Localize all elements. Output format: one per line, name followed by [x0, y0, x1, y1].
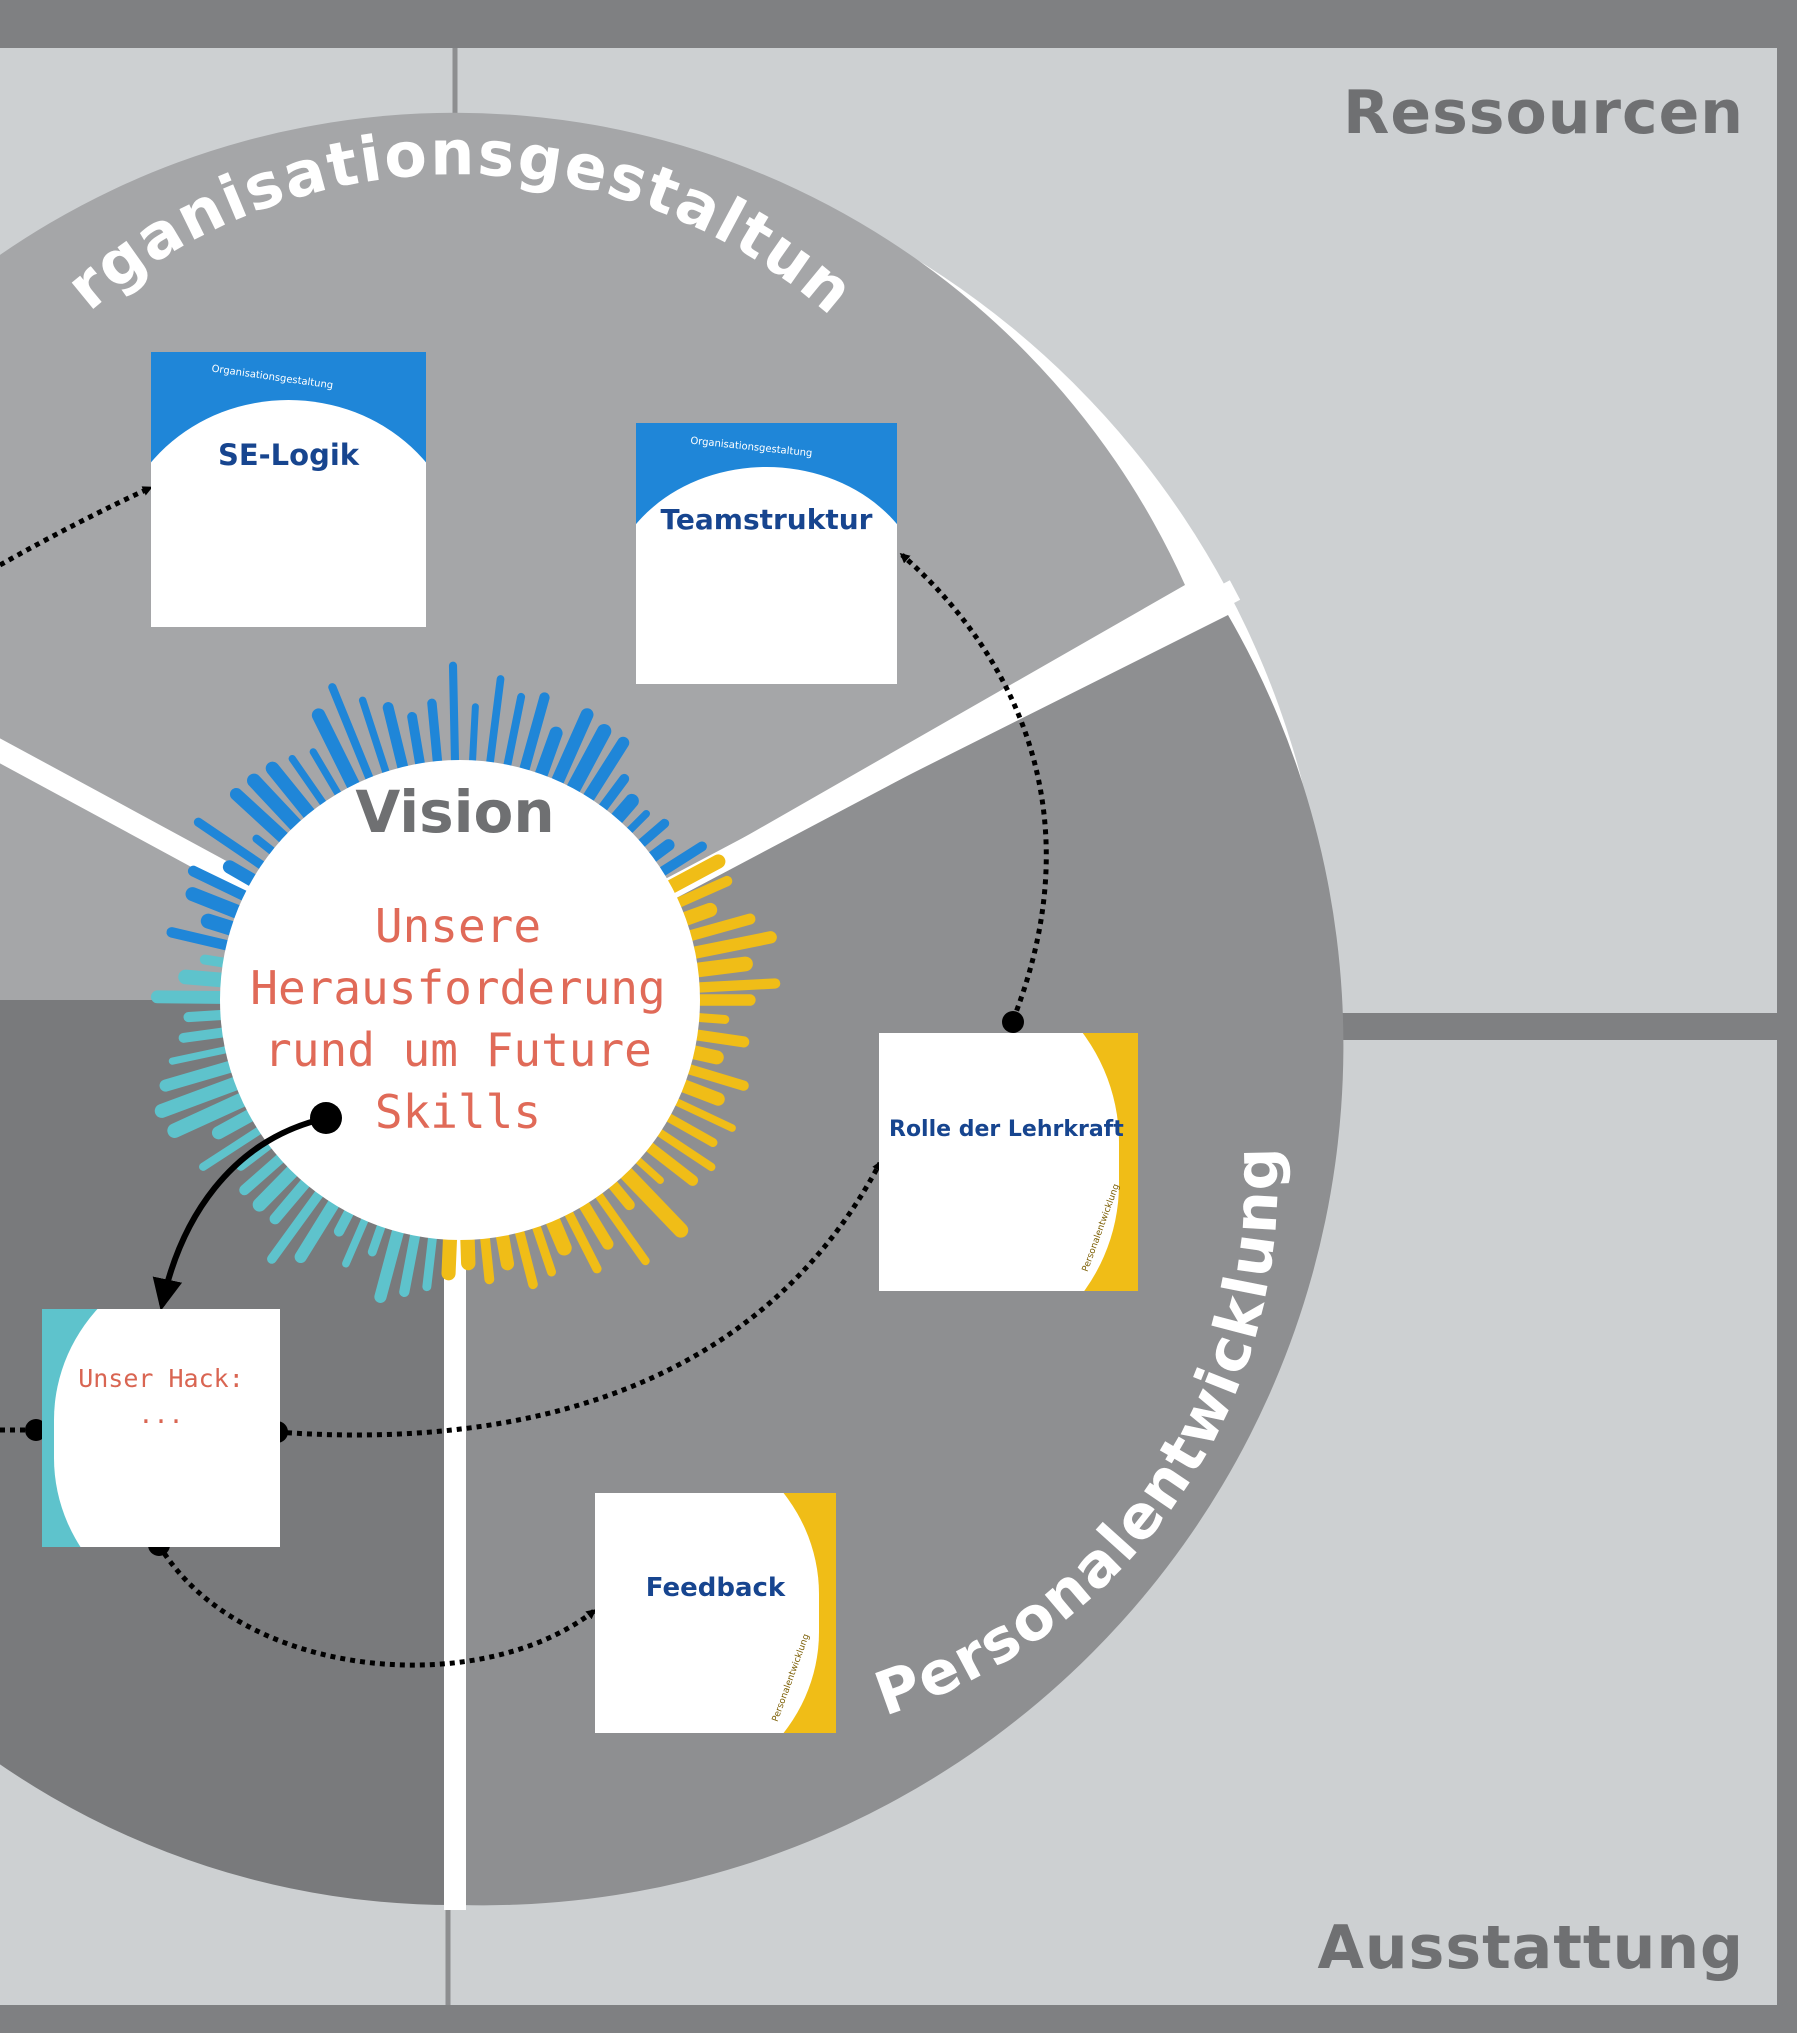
corner-label-ausstattung: Ausstattung [1317, 1913, 1744, 1983]
card-title: SE-Logik [217, 438, 360, 472]
vision-ray [358, 696, 394, 787]
vision-ray [247, 773, 311, 841]
vision-ray [382, 702, 412, 785]
vision-ray [484, 675, 505, 778]
card-rolle-der-lehrkraft[interactable]: Personalentwicklung Rolle der Lehrkraft [879, 1033, 1138, 1291]
vision-ray [501, 692, 526, 781]
card-face [151, 400, 426, 627]
segment-organisationsgestaltung [0, 112, 1185, 1000]
challenge-line: rund um Future [264, 1023, 652, 1077]
card-feedback[interactable]: Personalentwicklung Feedback [595, 1493, 836, 1733]
vision-ray [677, 931, 777, 962]
vision-ray [645, 1122, 716, 1172]
vision-ray [558, 1198, 602, 1274]
vision-ray [448, 661, 460, 777]
vision-ray [167, 1087, 261, 1138]
connector-hack-to-feedback [156, 1543, 597, 1668]
vision-ray [150, 990, 239, 1005]
vision-ray [674, 913, 756, 945]
vision-ray [576, 736, 630, 814]
card-title: Rolle der Lehrkraft [889, 1117, 1124, 1142]
vision-ray [311, 708, 366, 803]
card-title: Teamstruktur [660, 503, 873, 536]
card-hack-text[interactable]: Unser Hack: ... [42, 1361, 280, 1433]
vision-title: Vision [355, 778, 554, 846]
connector-rolle-to-teamstruktur [899, 553, 1049, 1021]
card-se-logik[interactable]: Organisationsgestaltung SE-Logik [151, 352, 426, 627]
vision-ray [516, 692, 550, 786]
connector-vision-to-hack [152, 1115, 327, 1311]
vision-ray [159, 1057, 248, 1092]
hack-line: ... [138, 1400, 184, 1429]
vision-ray [229, 787, 299, 852]
vision-ray [610, 1157, 689, 1238]
challenge-line: Skills [374, 1085, 542, 1139]
connector-dot [1002, 1011, 1024, 1033]
vision-ray [546, 708, 594, 799]
challenge-line: Unsere [374, 899, 542, 953]
card-face [54, 1309, 280, 1547]
card-title: Feedback [645, 1573, 786, 1603]
card-unser-hack[interactable]: Lernmodell Unser Hack: ... [42, 1309, 280, 1547]
vision-ray [199, 1120, 273, 1171]
card-face [636, 467, 897, 684]
vision-ray [193, 817, 276, 877]
card-category-label: Organisationsgestaltung [689, 435, 813, 460]
vision-challenge-text[interactable]: Unsere Herausforderung rund um Future Sk… [220, 895, 696, 1143]
vision-ray [267, 1179, 331, 1264]
hack-line: Unser Hack: [78, 1364, 244, 1393]
connectors [0, 485, 1049, 1668]
connector-to-se-logik [0, 485, 153, 568]
challenge-line: Herausforderung [250, 961, 666, 1015]
card-face [595, 1493, 819, 1733]
vision-ray [294, 1187, 346, 1263]
vision-ray [662, 1093, 736, 1132]
connector-hack-to-rolle [276, 1160, 883, 1438]
connector-dot [25, 1419, 47, 1441]
connector-dot [310, 1102, 342, 1134]
vision-ray [560, 724, 612, 807]
vision-ray [328, 683, 378, 794]
corner-label-ressourcen: Ressourcen [1343, 78, 1744, 148]
card-teamstruktur[interactable]: Organisationsgestaltung Teamstruktur [636, 423, 897, 684]
vision-ray [682, 978, 781, 994]
card-face [879, 1033, 1119, 1291]
card-category-label: Organisationsgestaltung [210, 363, 334, 392]
vision-ray [374, 1214, 408, 1303]
vision-ray [154, 1072, 254, 1118]
vision-ray [587, 1181, 650, 1266]
